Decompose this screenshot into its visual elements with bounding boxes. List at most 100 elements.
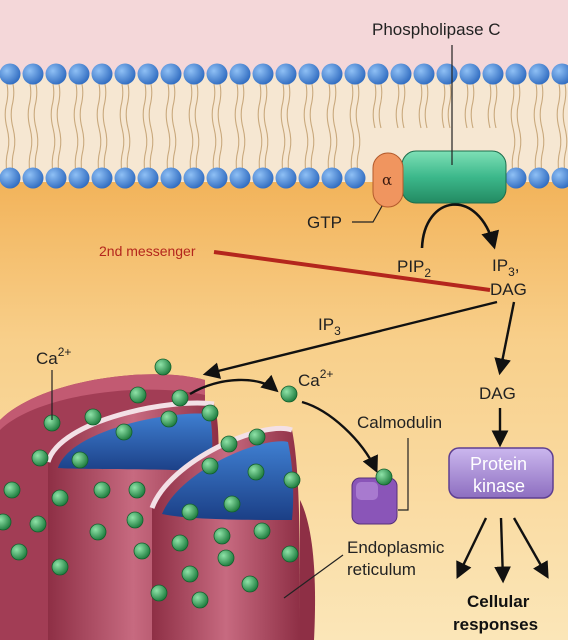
calcium-left-label: Ca2+ [36, 345, 71, 368]
calcium-ion [10, 543, 28, 561]
calcium-ion [201, 404, 219, 422]
lipid-head-top [22, 63, 44, 85]
lipid-head-top [413, 63, 435, 85]
lipid-head-bottom [344, 167, 366, 189]
ip3-to-er-arrow [202, 300, 498, 379]
ip3-top-label: IP3, [492, 256, 519, 279]
dag-top-label: DAG [490, 280, 527, 299]
calcium-ion [248, 428, 266, 446]
lipid-head-bottom [206, 167, 228, 189]
lipid-head-bottom [114, 167, 136, 189]
calcium-ion [93, 481, 111, 499]
lipid-head-top [551, 63, 568, 85]
lipid-head-bottom [0, 167, 21, 189]
calcium-ion [220, 435, 238, 453]
pip2-conversion-arrow [420, 203, 500, 250]
lipid-head-top [321, 63, 343, 85]
lipid-head-top [390, 63, 412, 85]
lipid-head-bottom [91, 167, 113, 189]
lipid-head-top [45, 63, 67, 85]
lipid-head-bottom [22, 167, 44, 189]
calcium-ion [241, 575, 259, 593]
calcium-ion [29, 515, 47, 533]
calcium-ion [171, 389, 189, 407]
response-arrow-right [512, 517, 549, 579]
calcium-ion [84, 408, 102, 426]
calcium-ion [51, 558, 69, 576]
lipid-head-top [275, 63, 297, 85]
calcium-ion [129, 386, 147, 404]
phospholipase-c-label: Phospholipase C [372, 20, 501, 39]
lipid-head-bottom [275, 167, 297, 189]
calcium-ion [115, 423, 133, 441]
calmodulin-label: Calmodulin [357, 413, 442, 432]
calcium-ion [217, 549, 235, 567]
lipid-head-top [137, 63, 159, 85]
lipid-head-bottom [505, 167, 527, 189]
calcium-ion [128, 481, 146, 499]
calcium-ion [191, 591, 209, 609]
g-alpha-label: α [382, 171, 392, 189]
lipid-head-bottom [528, 167, 550, 189]
protein-kinase-label-line1: Protein [470, 454, 527, 474]
response-arrow-left [456, 517, 488, 580]
lipid-head-bottom [229, 167, 251, 189]
second-messenger-line [213, 250, 491, 292]
lipid-head-bottom [160, 167, 182, 189]
calcium-ions-group [0, 358, 301, 609]
calcium-ion [71, 451, 89, 469]
calcium-ion [280, 385, 298, 403]
pip2-label: PIP2 [397, 257, 431, 280]
dag-mid-label: DAG [479, 384, 516, 403]
calcium-ion [89, 523, 107, 541]
er-pointer [283, 554, 344, 599]
calcium-right-label: Ca2+ [298, 367, 333, 390]
calcium-ion [154, 358, 172, 376]
lipid-head-bottom [183, 167, 205, 189]
calcium-ion [126, 511, 144, 529]
lipid-head-top [367, 63, 389, 85]
lipid-head-top [68, 63, 90, 85]
calcium-ion [51, 489, 69, 507]
protein-kinase-label-line2: kinase [473, 476, 525, 496]
calcium-ion [223, 495, 241, 513]
calmodulin-pointer [398, 438, 409, 511]
lipid-head-top [482, 63, 504, 85]
calcium-ion [150, 584, 168, 602]
lipid-head-bottom [137, 167, 159, 189]
lipid-head-bottom [68, 167, 90, 189]
calmodulin-calcium-ion [375, 468, 393, 486]
calcium-ion [133, 542, 151, 560]
calmodulin-protein [351, 477, 398, 525]
lipid-head-bottom [551, 167, 568, 189]
gtp-label: GTP [307, 213, 342, 232]
lipid-head-bottom [298, 167, 320, 189]
calcium-ion [3, 481, 21, 499]
calcium-ion [201, 457, 219, 475]
calcium-ion [283, 471, 301, 489]
lipid-head-top [505, 63, 527, 85]
ip3-mid-label: IP3 [318, 315, 341, 338]
lipid-head-bottom [321, 167, 343, 189]
lipid-head-top [91, 63, 113, 85]
calcium-ion [281, 545, 299, 563]
protein-kinase [448, 447, 554, 499]
calcium-ion [247, 463, 265, 481]
response-arrow-center [494, 517, 511, 584]
calcium-ion [160, 410, 178, 428]
calcium-ion [181, 565, 199, 583]
gtp-pointer [352, 205, 383, 223]
er-label-line1: Endoplasmic [347, 538, 445, 557]
calcium-ion [171, 534, 189, 552]
dag-down-arrow [494, 301, 516, 376]
cellular-responses-line1: Cellular [467, 592, 530, 611]
lipid-head-top [206, 63, 228, 85]
lipid-head-top [0, 63, 21, 85]
lipid-head-top [344, 63, 366, 85]
calcium-release-arrow [189, 374, 279, 396]
phospholipase-c-enzyme [401, 150, 507, 204]
er-label-line2: reticulum [347, 560, 416, 579]
calcium-ion [31, 449, 49, 467]
